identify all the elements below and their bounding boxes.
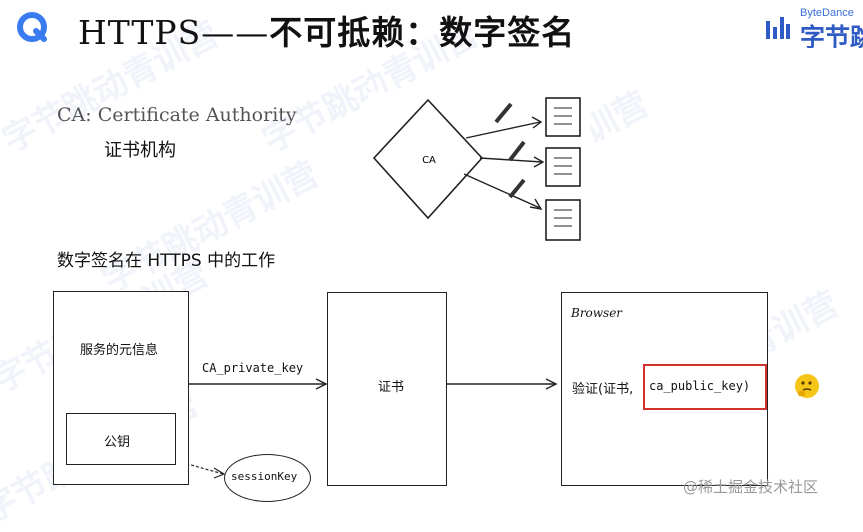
certificate-box [327,292,447,486]
thinking-face-icon [795,374,819,398]
footer-credit: @稀土掘金技术社区 [683,478,819,496]
brand-bars-icon [766,17,790,39]
title-bold: 不可抵赖：数字签名 [269,13,576,52]
document-icon [545,97,581,137]
pen-icon [508,178,526,199]
ca-node-label: CA [422,155,436,166]
certificate-label: 证书 [378,380,405,395]
verify-label: 验证(证书, [572,382,634,397]
document-icon [545,147,581,187]
ca-diagram: CA [368,92,590,252]
ca-diamond [372,98,484,220]
page-title: HTTPS——不可抵赖：数字签名 [78,6,575,54]
ca-chinese-label: 证书机构 [104,140,176,161]
ca-definition: CA: Certificate Authority [57,104,297,126]
browser-title: Browser [571,306,623,320]
watermark-text: 字节跳动青训营 [96,154,326,302]
logo-icon [17,12,47,42]
session-key-node [224,454,311,502]
brand-cn: 字节跳动 [800,23,863,48]
ca-public-key-label: ca_public_key) [649,379,751,393]
server-meta-label: 服务的元信息 [80,343,159,358]
brand-en: ByteDance [800,7,854,19]
public-key-label: 公钥 [104,435,131,450]
pen-icon [494,102,513,124]
section-heading: 数字签名在 HTTPS 中的工作 [57,251,276,271]
session-key-label: sessionKey [231,470,298,483]
ca-private-key-label: CA_private_key [202,361,304,375]
document-icon [545,199,581,241]
browser-box [561,292,768,486]
pen-icon [508,140,526,162]
public-key-box [66,413,176,465]
public-key-highlight [643,364,767,410]
title-prefix: HTTPS—— [78,13,270,52]
